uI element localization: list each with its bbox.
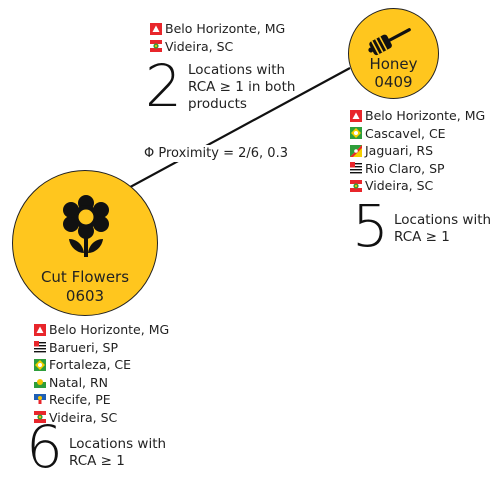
flag-sc-icon [34,411,46,424]
proximity-label: Φ Proximity = 2/6, 0.3 [141,145,291,162]
list-item: Cascavel, CE [350,125,485,143]
flag-sp-icon [350,162,362,175]
honey-count-text: Locations with RCA ≥ 1 [394,212,492,245]
list-item: Videira, SC [34,409,169,427]
flag-ce-icon [350,127,362,140]
list-item: Belo Horizonte, MG [34,321,169,339]
list-item: Barueri, SP [34,339,169,357]
shared-location-list: Belo Horizonte, MG Videira, SC [150,20,285,55]
flag-mg-icon [350,109,362,122]
flag-mg-icon [34,323,46,336]
list-item: Recife, PE [34,391,169,409]
list-item: Videira, SC [350,177,485,195]
cut-flowers-code: 0603 [65,287,105,305]
flag-sp-icon [34,341,46,354]
flag-mg-icon [150,22,162,35]
list-item: Jaguari, RS [350,142,485,160]
flowers-count-text: Locations with RCA ≥ 1 [69,436,167,469]
honey-node[interactable]: Honey 0409 [348,8,439,99]
list-item: Natal, RN [34,374,169,392]
list-item: Belo Horizonte, MG [150,20,285,38]
flowers-location-list: Belo Horizonte, MG Barueri, SP Fortaleza… [34,321,169,426]
honey-location-list: Belo Horizonte, MG Cascavel, CE Jaguari,… [350,107,485,195]
shared-count: 2 [145,52,182,120]
flag-rn-icon [34,376,46,389]
flower-icon [63,195,109,257]
honey-dipper-icon [368,28,411,56]
shared-count-text: Locations with RCA ≥ 1 in both products [188,62,296,112]
flowers-count: 6 [26,413,63,481]
flag-pe-icon [34,393,46,406]
flag-rs-icon [350,144,362,157]
cut-flowers-name: Cut Flowers [40,268,130,286]
honey-count: 5 [352,192,389,260]
flag-sc-icon [150,40,162,53]
honey-name: Honey [369,55,418,73]
flag-ce-icon [34,358,46,371]
list-item: Videira, SC [150,38,285,56]
cut-flowers-node[interactable]: Cut Flowers 0603 [12,170,158,316]
honey-code: 0409 [374,73,413,91]
list-item: Fortaleza, CE [34,356,169,374]
list-item: Rio Claro, SP [350,160,485,178]
list-item: Belo Horizonte, MG [350,107,485,125]
flag-sc-icon [350,179,362,192]
